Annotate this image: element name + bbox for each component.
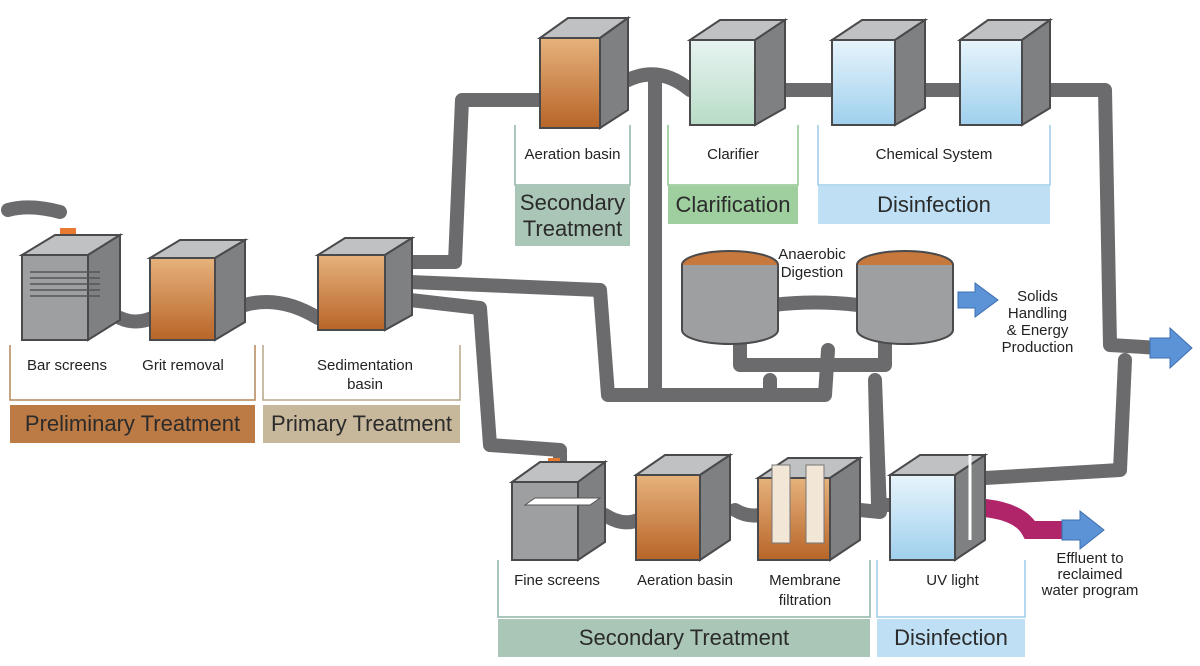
flow-arrows	[957, 282, 1193, 551]
uv-light-label: UV light	[926, 572, 979, 589]
upper-aeration-tank	[536, 16, 632, 130]
upper-secondary-band: Secondary Treatment	[515, 186, 630, 246]
effluent-line3: water program	[1041, 582, 1139, 599]
upper-aeration-label: Aeration basin	[524, 146, 621, 163]
lower-aeration-label: Aeration basin	[637, 572, 733, 589]
sedimentation-tank	[314, 236, 416, 332]
arrow-solids-icon	[957, 282, 999, 318]
bracket-upper-disinfection	[817, 125, 1051, 186]
preliminary-treatment-band: Preliminary Treatment	[10, 405, 255, 443]
anaerobic-digestion-line2: Digestion	[780, 264, 844, 281]
solids-handling-line2: Handling	[1007, 305, 1068, 322]
bracket-lower-secondary	[497, 560, 871, 618]
clarifier-label: Clarifier	[707, 146, 759, 163]
solids-handling-line3: & Energy	[1006, 322, 1069, 339]
membrane-filtration-line1: Membrane	[769, 572, 841, 589]
solids-handling-line1: Solids	[1017, 288, 1058, 305]
pipe-grit-to-sed	[238, 295, 325, 325]
pipe-sed-to-lower	[403, 293, 567, 475]
bracket-preliminary	[9, 345, 256, 401]
pipe-sed-to-digestion	[403, 275, 835, 402]
grit-removal-tank	[146, 238, 249, 342]
sedimentation-label-line1: Sedimentation	[317, 357, 413, 374]
chemical-tank-1	[828, 18, 929, 127]
bracket-primary	[262, 345, 461, 401]
pipe-membrane-to-uv	[853, 373, 900, 519]
sedimentation-label-line2: basin	[347, 376, 383, 393]
fine-screens-tank	[508, 460, 609, 562]
bracket-lower-disinfection	[876, 560, 1026, 618]
lower-disinfection-band: Disinfection	[877, 619, 1025, 657]
arrow-effluent-icon	[1061, 509, 1105, 551]
anaerobic-digestion-line1: Anaerobic	[778, 246, 846, 263]
inlet-pipe	[1, 200, 67, 219]
pipe-recycle	[673, 373, 777, 402]
effluent-pipe	[976, 499, 1071, 539]
digester-2	[856, 250, 954, 345]
clarifier-tank	[686, 18, 789, 127]
lower-aeration-tank	[632, 453, 734, 562]
pipe-digester-bottom	[733, 333, 892, 372]
pipe-bar-to-grit	[113, 311, 159, 329]
effluent-line1: Effluent to	[1056, 550, 1124, 567]
chemical-system-label: Chemical System	[875, 146, 993, 163]
clarification-band: Clarification	[668, 186, 798, 224]
grit-removal-label: Grit removal	[142, 357, 224, 374]
effluent-line2: reclaimed	[1057, 566, 1123, 583]
chemical-tank-2	[956, 18, 1054, 127]
lower-secondary-band: Secondary Treatment	[498, 619, 870, 657]
arrow-outfall-icon	[1149, 326, 1193, 370]
pipe-digester-link	[766, 295, 865, 312]
pipe-uv-outfall	[978, 353, 1132, 485]
membrane-filtration-line2: filtration	[778, 592, 832, 609]
bar-screens-label: Bar screens	[26, 357, 108, 374]
uv-tank	[886, 453, 989, 562]
bracket-upper-secondary	[514, 125, 631, 186]
digester-1	[681, 250, 779, 345]
upper-disinfection-band: Disinfection	[818, 186, 1050, 224]
solids-handling-line4: Production	[1001, 339, 1074, 356]
pipe-outfall-upper	[1043, 83, 1167, 355]
section-brackets	[9, 125, 1051, 618]
pipe-sed-to-aeration	[403, 93, 547, 269]
fine-screens-label: Fine screens	[514, 572, 600, 589]
upper-secondary-band-line1: Secondary	[519, 190, 626, 215]
bracket-clarification	[667, 125, 799, 186]
tanks	[18, 16, 1054, 562]
bar-screens-tank	[18, 233, 124, 342]
membrane-tank	[754, 456, 864, 562]
primary-treatment-band: Primary Treatment	[263, 405, 460, 443]
upper-secondary-band-line2: Treatment	[522, 216, 623, 241]
pipe-network	[1, 67, 1167, 530]
